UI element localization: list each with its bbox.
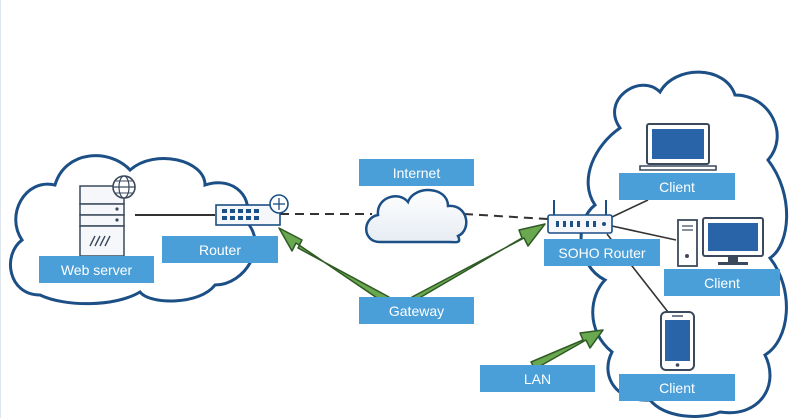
lan-label: LAN xyxy=(480,365,595,392)
soho-desktop-link xyxy=(611,225,677,241)
client-phone-label: Client xyxy=(619,374,735,401)
soho-laptop-link xyxy=(611,199,649,218)
soho-router-label: SOHO Router xyxy=(544,239,660,266)
internet-soho-link xyxy=(463,213,549,220)
cloud-icon xyxy=(365,188,468,244)
desktop-computer-icon xyxy=(677,217,764,267)
web-server-label: Web server xyxy=(39,256,154,283)
internet-label: Internet xyxy=(359,159,474,186)
router-label: Router xyxy=(162,236,278,263)
gateway-label: Gateway xyxy=(359,297,474,324)
client-desktop-label: Client xyxy=(664,269,780,296)
switch-router-icon xyxy=(215,194,289,226)
lan-arrow xyxy=(530,329,604,370)
client-laptop-label: Client xyxy=(619,173,735,200)
smartphone-icon xyxy=(660,311,695,371)
gateway-arrow-left xyxy=(278,227,390,305)
server-icon xyxy=(79,185,125,257)
globe-icon xyxy=(112,175,136,199)
wifi-router-icon xyxy=(547,200,613,234)
laptop-icon xyxy=(639,123,717,171)
gateway-arrow-right xyxy=(408,223,546,305)
